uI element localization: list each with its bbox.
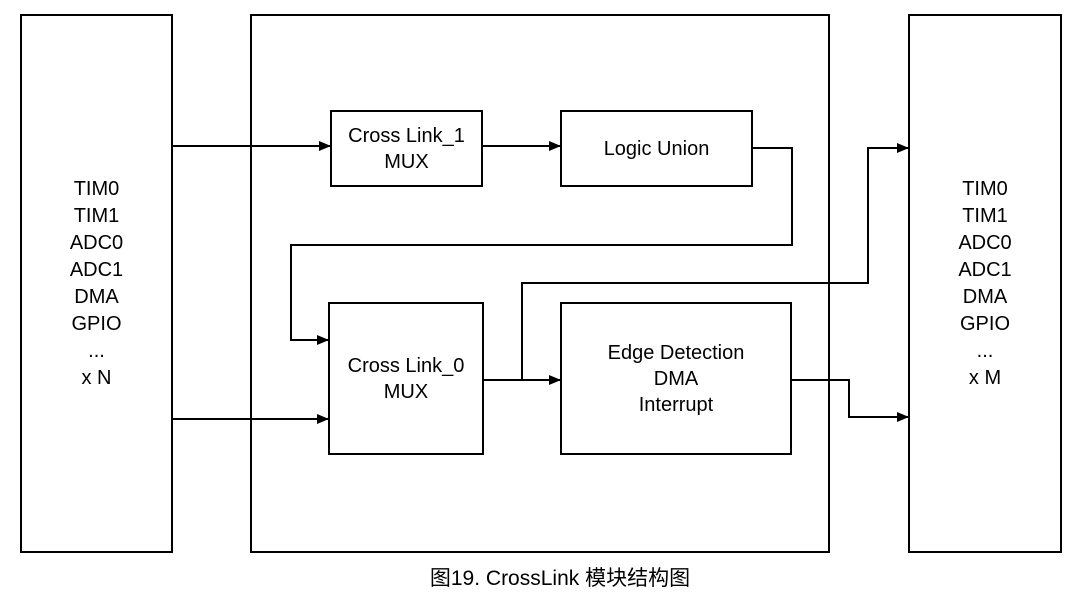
left-signal-count: x N (81, 366, 112, 389)
right-peripherals-list: TIM0 TIM1 ADC0 ADC1 DMA GPIO ... x M (910, 16, 1060, 551)
left-signal-tim1: TIM1 (73, 204, 120, 227)
logic-union-block: Logic Union (560, 110, 753, 187)
crosslink1-mux-label: Cross Link_1 MUX (332, 112, 481, 185)
crosslink1-mux-block: Cross Link_1 MUX (330, 110, 483, 187)
left-peripherals-list: TIM0 TIM1 ADC0 ADC1 DMA GPIO ... x N (22, 16, 171, 551)
crosslink1-mux-title: Cross Link_1 (348, 124, 465, 147)
left-signal-adc1: ADC1 (69, 258, 124, 281)
crosslink1-mux-subtitle: MUX (384, 150, 429, 173)
right-signal-tim0: TIM0 (962, 177, 1008, 200)
edge-detection-label: Edge Detection DMA Interrupt (562, 304, 790, 453)
right-peripherals-box: TIM0 TIM1 ADC0 ADC1 DMA GPIO ... x M (908, 14, 1062, 553)
edge-detection-interrupt: Interrupt (638, 393, 714, 416)
crosslink0-mux-title: Cross Link_0 (347, 354, 465, 377)
edge-detection-title: Edge Detection (607, 341, 745, 364)
right-signal-tim1: TIM1 (962, 204, 1008, 227)
left-signal-tim0: TIM0 (73, 177, 120, 200)
left-peripherals-box: TIM0 TIM1 ADC0 ADC1 DMA GPIO ... x N (20, 14, 173, 553)
logic-union-title: Logic Union (603, 137, 710, 160)
crosslink0-mux-block: Cross Link_0 MUX (328, 302, 484, 455)
left-signal-gpio: GPIO (71, 312, 122, 335)
right-signal-dma: DMA (962, 285, 1008, 308)
crosslink0-mux-subtitle: MUX (383, 380, 429, 403)
left-signal-ellipsis: ... (88, 339, 105, 362)
left-signal-dma: DMA (74, 285, 119, 308)
figure-caption: 图19. CrossLink 模块结构图 (429, 567, 691, 590)
right-signal-adc1: ADC1 (958, 258, 1012, 281)
crosslink0-mux-label: Cross Link_0 MUX (330, 304, 482, 453)
logic-union-label: Logic Union (562, 112, 751, 185)
edge-detection-dma: DMA (653, 367, 699, 390)
right-signal-ellipsis: ... (976, 339, 994, 362)
right-signal-gpio: GPIO (959, 312, 1010, 335)
crosslink-module-container (250, 14, 830, 553)
right-signal-count: x M (968, 366, 1002, 389)
edge-detection-block: Edge Detection DMA Interrupt (560, 302, 792, 455)
left-signal-adc0: ADC0 (69, 231, 124, 254)
right-signal-adc0: ADC0 (958, 231, 1012, 254)
